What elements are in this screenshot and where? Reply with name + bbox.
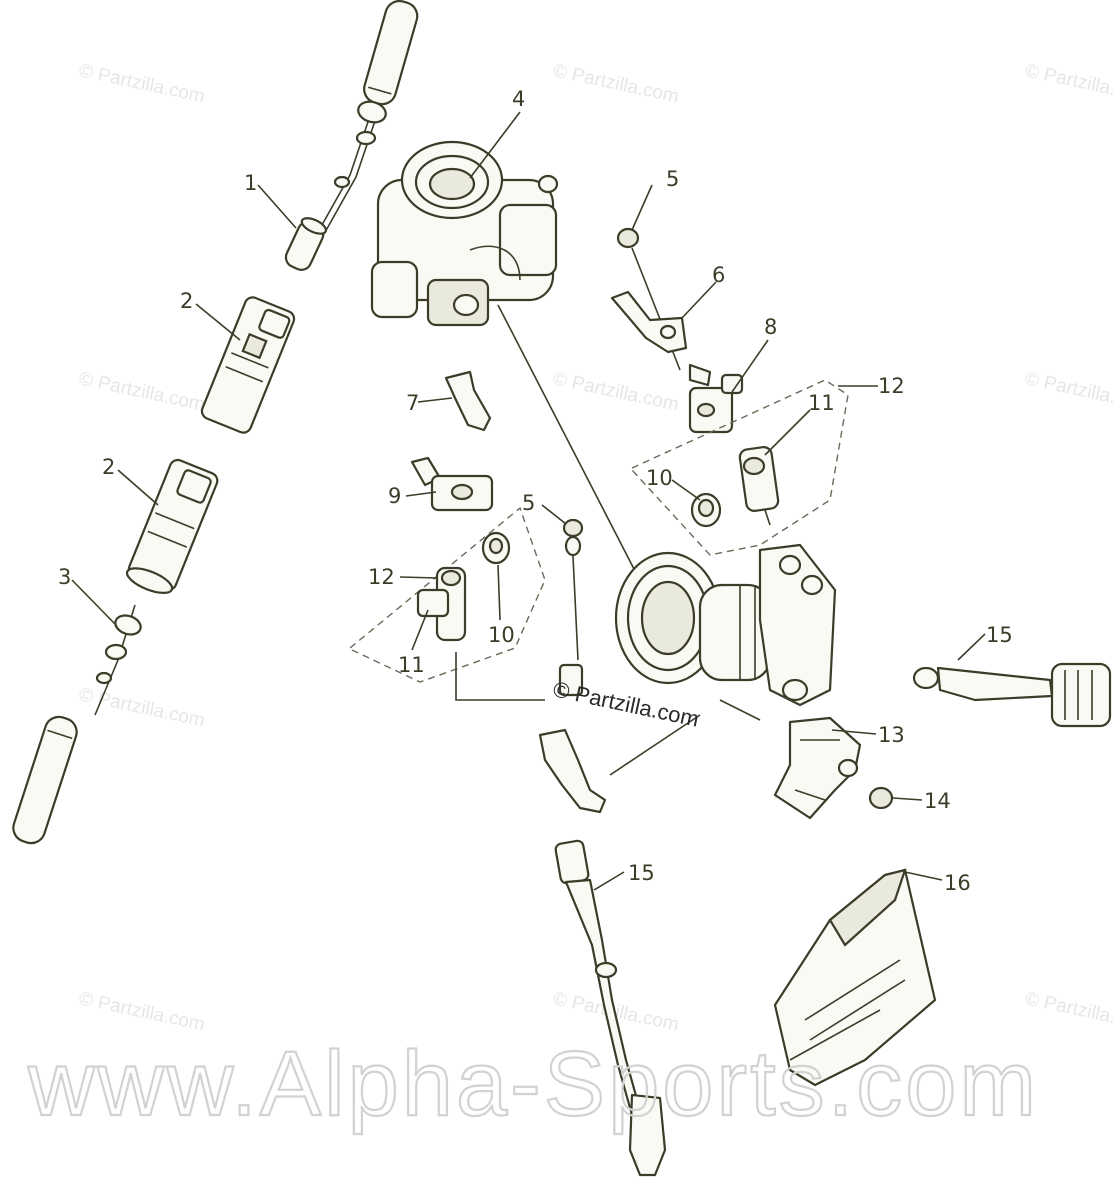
callout-16: 16	[944, 871, 971, 895]
callout-7: 7	[406, 391, 419, 415]
callout-5b: 5	[522, 491, 535, 515]
watermark-tr: © Partzilla.com	[1023, 60, 1115, 107]
part-9-fitting	[405, 456, 494, 512]
part-11-injector-right	[738, 446, 780, 526]
part-15-sensor-right	[912, 633, 1112, 728]
watermark-ml: © Partzilla.com	[77, 368, 207, 415]
watermark-tl: © Partzilla.com	[77, 60, 207, 107]
watermark-center: © Partzilla.com	[551, 676, 701, 731]
injector-group-right	[631, 379, 878, 556]
watermark-mc: © Partzilla.com	[551, 368, 681, 415]
throttle-cable-assembly	[12, 0, 419, 845]
part-6-bracket	[610, 281, 717, 354]
callout-3: 3	[58, 565, 71, 589]
watermark-mr: © Partzilla.com	[1023, 368, 1115, 415]
callout-12a: 12	[878, 374, 905, 398]
callout-1: 1	[244, 171, 257, 195]
callout-11a: 11	[808, 391, 835, 415]
part-2-lower-housing	[125, 458, 219, 594]
callout-10a: 10	[646, 466, 673, 490]
part-16-ecu	[773, 868, 943, 1087]
watermark-tc: © Partzilla.com	[551, 60, 681, 107]
callout-2b: 2	[102, 455, 115, 479]
part-4-throttle-body	[370, 140, 559, 327]
part-15-sensor-bottom	[554, 839, 667, 1177]
lower-throttle-body	[614, 543, 837, 707]
part-11-injector-left	[416, 566, 467, 642]
part-14-nut	[868, 786, 923, 810]
watermark-br: © Partzilla.com	[1023, 988, 1115, 1035]
callout-5a: 5	[666, 167, 679, 191]
cable-top-grip	[363, 0, 419, 106]
watermark-bl: © Partzilla.com	[77, 988, 207, 1035]
callout-10b: 10	[488, 623, 515, 647]
linkage-lower-left	[538, 663, 761, 814]
callout-4: 4	[512, 87, 525, 111]
injector-group-left	[349, 506, 546, 701]
callout-12b: 12	[368, 565, 395, 589]
callout-15a: 15	[986, 623, 1013, 647]
cable-bottom-grip	[12, 715, 78, 845]
part-10-seal-right	[690, 492, 722, 528]
callout-8: 8	[764, 315, 777, 339]
part-10-seal-left	[481, 531, 511, 565]
watermark-l2: © Partzilla.com	[77, 684, 207, 731]
part-5-lower-nut	[541, 504, 584, 661]
part-2-upper-housing	[200, 296, 296, 434]
part-13-sensor	[773, 716, 877, 820]
callout-14: 14	[924, 789, 951, 813]
callout-13: 13	[878, 723, 905, 747]
part-7-clip	[417, 370, 492, 432]
callout-labels: 1 2 2 3 4 5 6 8 12 11 10 7 9 5 12 11 10 …	[58, 87, 1013, 895]
callout-11b: 11	[398, 653, 425, 677]
part-8-fitting	[688, 339, 769, 434]
watermark-alpha-sports: www.Alpha-Sports.com	[27, 1033, 1039, 1135]
part-1-sleeve	[284, 217, 328, 271]
callout-15b: 15	[628, 861, 655, 885]
callout-2a: 2	[180, 289, 193, 313]
callout-9: 9	[388, 484, 401, 508]
callout-6: 6	[712, 263, 725, 287]
